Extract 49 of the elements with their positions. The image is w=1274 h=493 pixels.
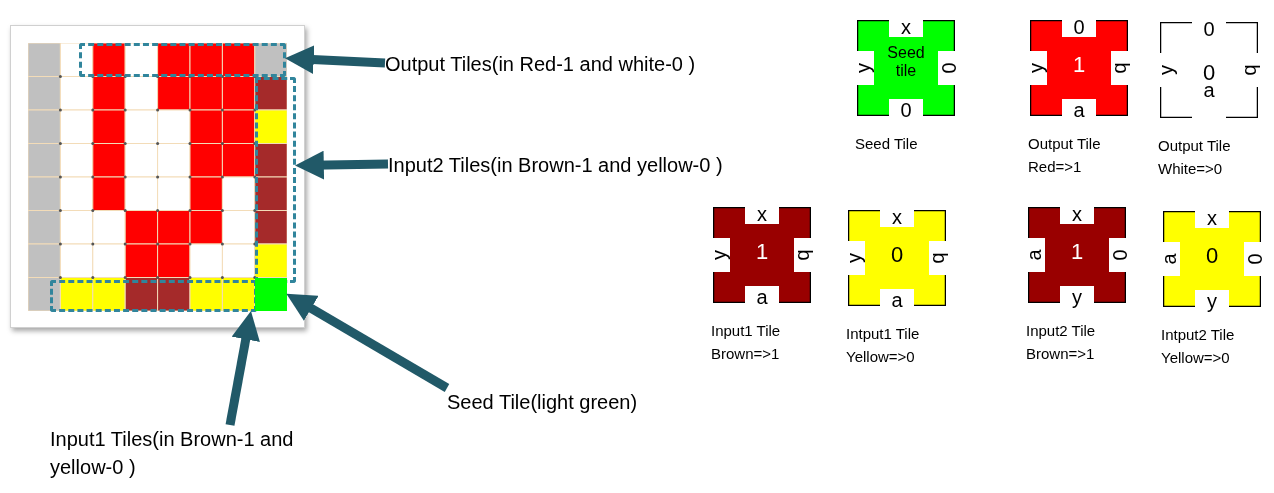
tile-value: 1 xyxy=(1069,239,1085,265)
dashed-region xyxy=(79,43,286,77)
tile-value: 0 xyxy=(889,242,905,268)
side-label: y xyxy=(1156,64,1176,77)
arrow xyxy=(286,293,450,392)
side-label: a xyxy=(755,287,769,307)
tile-caption: Intput1 Tile Yellow=>0 xyxy=(846,324,921,368)
side-label: a xyxy=(1159,252,1179,267)
side-label: x xyxy=(756,204,768,224)
tile-value: 1 xyxy=(1071,52,1087,78)
side-label: x xyxy=(1071,204,1083,224)
side-label: 0 xyxy=(1072,17,1086,37)
side-label: a xyxy=(890,290,904,310)
side-label: 0 xyxy=(939,61,959,76)
side-label: a xyxy=(1072,100,1086,120)
side-label: x xyxy=(1206,208,1218,228)
side-label: 0 xyxy=(1202,19,1216,39)
callout-text: Input2 Tiles(in Brown-1 and yellow-0 ) xyxy=(388,153,724,178)
side-label: b xyxy=(1242,63,1262,78)
side-label: b xyxy=(1112,61,1132,76)
side-label: 0 xyxy=(1110,248,1130,263)
side-label: y xyxy=(853,62,873,75)
tile-value: 0 xyxy=(1204,243,1220,269)
arrow xyxy=(225,311,260,426)
side-label: y xyxy=(1071,287,1083,307)
tile-caption: Input1 Tile Brown=>1 xyxy=(711,321,782,365)
side-label: b xyxy=(795,248,815,263)
side-label: x xyxy=(900,17,912,37)
tile-caption: Input2 Tile Brown=>1 xyxy=(1026,321,1097,365)
side-label: y xyxy=(709,249,729,262)
side-label: x xyxy=(891,207,903,227)
callout-text: Input1 Tiles(in Brown-1 and yellow-0 ) xyxy=(50,427,295,480)
tile-caption: Output Tile Red=>1 xyxy=(1028,134,1102,178)
arrow xyxy=(295,150,389,180)
side-label: y xyxy=(1206,291,1218,311)
side-label: y xyxy=(1026,62,1046,75)
side-label: y xyxy=(844,252,864,265)
callout-text: Output Tiles(in Red-1 and white-0 ) xyxy=(385,52,697,77)
tile-caption: Output Tile White=>0 xyxy=(1158,136,1232,180)
tile-value: 1 xyxy=(754,239,770,265)
tile-value: Seed tile xyxy=(886,44,926,81)
tile-caption: Seed Tile xyxy=(855,134,919,154)
tile-caption: Intput2 Tile Yellow=>0 xyxy=(1161,325,1236,369)
side-label: 0 xyxy=(1245,252,1265,267)
side-label: a xyxy=(1024,248,1044,263)
arrow xyxy=(285,45,386,74)
callout-text: Seed Tile(light green) xyxy=(447,390,639,415)
side-label: b xyxy=(930,251,950,266)
side-label: 0 xyxy=(899,100,913,120)
